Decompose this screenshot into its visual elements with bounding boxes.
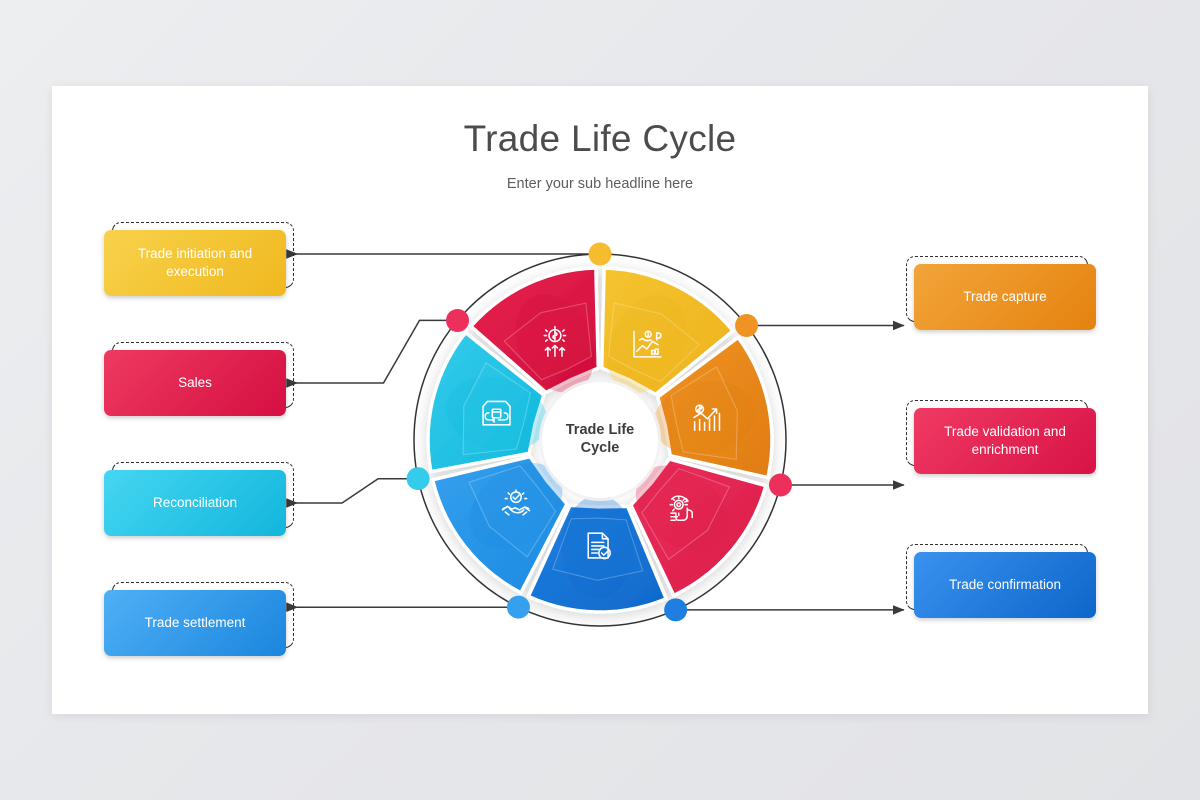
trade-settlement-box[interactable]: Trade settlement <box>104 590 286 656</box>
wheel-segment-sales <box>469 266 600 395</box>
trade-confirmation-box-label: Trade confirmation <box>948 576 1062 592</box>
cycle-wheel <box>406 242 792 627</box>
dot-sales[interactable] <box>446 308 470 332</box>
dot-reconciliation[interactable] <box>406 467 430 491</box>
wheel-segment-trade-validation <box>629 457 768 598</box>
connector-reconciliation <box>286 477 419 508</box>
trade-initiation-box[interactable]: Trade initiation and execution <box>104 230 286 296</box>
trade-settlement-box-label: Trade settlement <box>144 614 246 630</box>
wheel-hub-label: Trade Life Cycle <box>565 422 635 457</box>
dot-trade-capture[interactable] <box>735 313 759 337</box>
gear-hand-click-icon <box>669 495 693 522</box>
wheel-segment-trade-initiation <box>600 266 735 396</box>
dot-trade-settlement[interactable] <box>506 595 530 619</box>
page-title: Trade Life Cycle <box>463 118 737 159</box>
trade-validation-box-label: Trade validation and enrichment <box>944 423 1066 457</box>
slide-surface: Trade Life Cycle Enter your sub headline… <box>52 86 1148 714</box>
sales-box-label: Sales <box>178 374 212 390</box>
dot-trade-validation[interactable] <box>768 473 792 497</box>
sales-box[interactable]: Sales <box>104 350 286 416</box>
dot-trade-confirmation[interactable] <box>664 598 688 622</box>
trade-confirmation-box[interactable]: Trade confirmation <box>914 552 1096 618</box>
trade-validation-box[interactable]: Trade validation and enrichment <box>914 408 1096 474</box>
wheel-segment-trade-settlement <box>430 454 569 595</box>
connector-sales <box>286 319 458 388</box>
trade-capture-box[interactable]: Trade capture <box>914 264 1096 330</box>
trade-initiation-box-label: Trade initiation and execution <box>137 245 253 279</box>
handshake-badge-icon <box>501 489 531 516</box>
reconciliation-box-label: Reconciliation <box>152 494 238 510</box>
sync-box-icon <box>482 400 511 426</box>
document-check-icon <box>587 532 611 560</box>
dot-trade-initiation[interactable] <box>588 242 612 266</box>
chart-hand-coin-icon <box>633 330 662 358</box>
trade-capture-box-label: Trade capture <box>963 288 1047 304</box>
reconciliation-box[interactable]: Reconciliation <box>104 470 286 536</box>
wheel-segment-trade-capture <box>653 335 774 480</box>
coin-arrows-up-icon <box>543 325 567 357</box>
page-subtitle: Enter your sub headline here <box>506 176 694 192</box>
connector-lines <box>286 249 905 615</box>
bar-chart-growth-icon <box>693 404 721 431</box>
